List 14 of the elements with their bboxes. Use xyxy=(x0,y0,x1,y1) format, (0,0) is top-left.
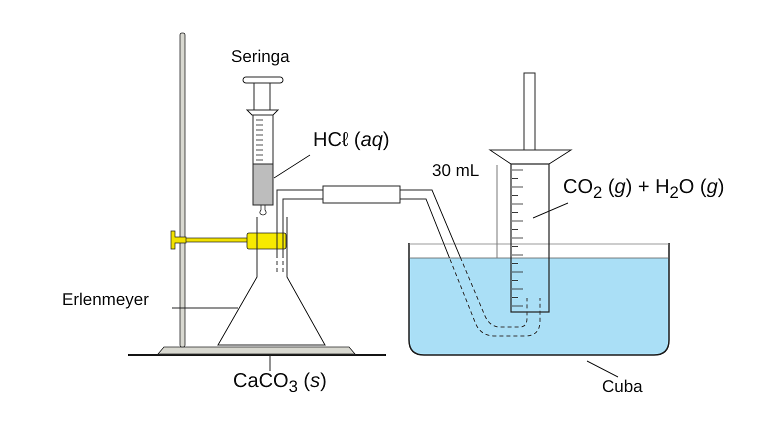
node-label: HCℓ (aq) xyxy=(313,129,390,151)
node-label: Cuba xyxy=(602,378,643,397)
node-label: 30 mL xyxy=(432,162,480,181)
node-label: CaCO$_{3}$ (s) xyxy=(233,370,327,396)
erlenmeyer-flask xyxy=(217,216,326,346)
leader-line xyxy=(586,360,618,378)
leader-line xyxy=(496,164,498,258)
part-label: Seringa xyxy=(231,48,290,67)
node-label: CO$_{2}$ (g) + H$_{2}$O (g) xyxy=(563,176,724,202)
leader-line xyxy=(274,154,310,178)
leader-line xyxy=(532,202,568,218)
node-label: Erlenmeyer xyxy=(62,291,149,310)
basin-drawing xyxy=(408,243,670,356)
syringe-liquid xyxy=(252,164,274,206)
